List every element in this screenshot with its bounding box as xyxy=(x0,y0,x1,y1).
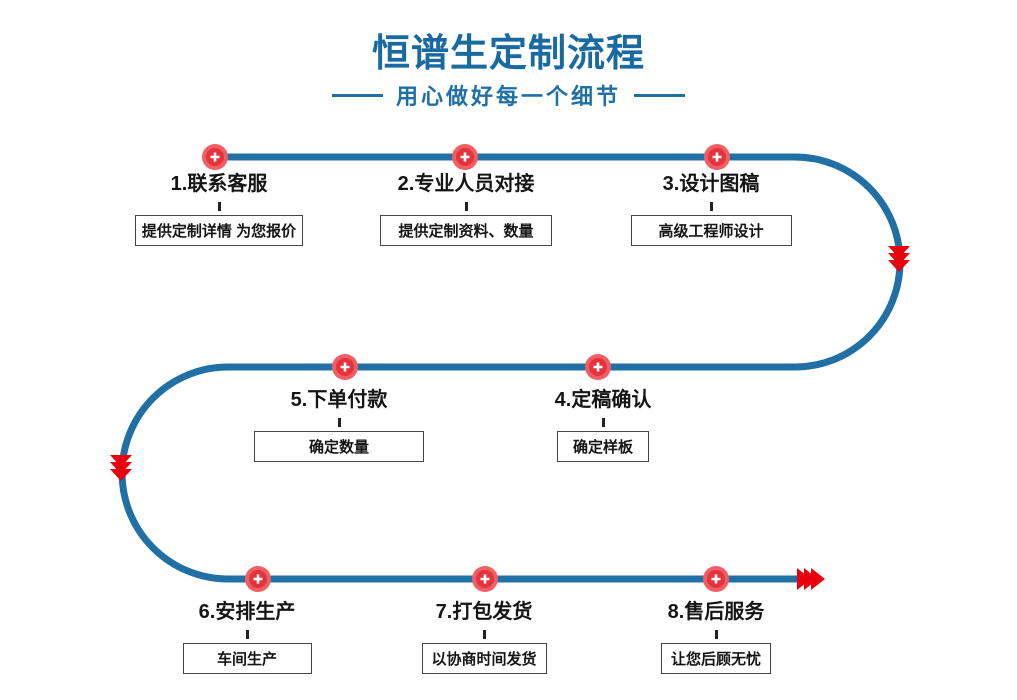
step-2-plus-marker-icon xyxy=(452,144,478,170)
step-7-connector xyxy=(482,630,486,639)
step-4-label: 4.定稿确认 xyxy=(554,389,652,411)
step-5-plus-marker-icon xyxy=(332,354,358,380)
step-4-plus-marker-icon xyxy=(585,354,611,380)
step-1-connector xyxy=(217,202,221,211)
step-6: 6.安排生产 车间生产 xyxy=(137,601,357,674)
step-5-detail: 确定数量 xyxy=(308,439,369,456)
step-7-plus-marker-icon xyxy=(472,566,498,592)
step-4-detail-box: 确定样板 xyxy=(557,431,649,462)
triple-chevron-right-icon-end xyxy=(797,568,825,590)
step-2-detail-box: 提供定制资料、数量 xyxy=(380,215,552,246)
step-6-label: 6.安排生产 xyxy=(198,601,296,623)
step-5-label: 5.下单付款 xyxy=(290,389,388,411)
triple-chevron-down-icon-left-curve xyxy=(110,455,132,481)
step-6-plus-marker-icon xyxy=(245,566,271,592)
subtitle-dash-left-icon xyxy=(331,93,383,97)
step-6-connector xyxy=(245,630,249,639)
step-2-label: 2.专业人员对接 xyxy=(397,173,535,195)
step-2-detail: 提供定制资料、数量 xyxy=(398,223,534,240)
step-5: 5.下单付款 确定数量 xyxy=(229,389,449,462)
step-1-label: 1.联系客服 xyxy=(170,173,268,195)
subtitle-text: 用心做好每一个细节 xyxy=(395,84,621,109)
step-6-detail-box: 车间生产 xyxy=(182,643,312,674)
step-6-detail: 车间生产 xyxy=(216,651,277,668)
step-4-connector xyxy=(601,418,605,427)
step-5-detail-box: 确定数量 xyxy=(254,431,424,462)
step-8-plus-marker-icon xyxy=(703,566,729,592)
step-5-connector xyxy=(337,418,341,427)
step-7-label: 7.打包发货 xyxy=(435,601,533,623)
step-3-detail-box: 高级工程师设计 xyxy=(630,215,792,246)
step-1-plus-marker-icon xyxy=(202,144,228,170)
step-2: 2.专业人员对接 提供定制资料、数量 xyxy=(356,173,576,246)
step-1-detail: 提供定制详情 为您报价 xyxy=(141,223,297,240)
step-2-connector xyxy=(464,202,468,211)
step-3-label: 3.设计图稿 xyxy=(662,173,760,195)
triple-chevron-down-icon-right-curve xyxy=(888,246,910,272)
page-title: 恒谱生定制流程 xyxy=(371,33,645,75)
flow-line xyxy=(118,153,904,583)
subtitle: 用心做好每一个细节 xyxy=(0,82,1017,109)
step-3-detail: 高级工程师设计 xyxy=(658,223,764,240)
step-4-detail: 确定样板 xyxy=(572,439,633,456)
step-8-connector xyxy=(714,630,718,639)
step-7-detail: 以协商时间发货 xyxy=(431,651,537,668)
step-7-detail-box: 以协商时间发货 xyxy=(421,643,547,674)
step-7: 7.打包发货 以协商时间发货 xyxy=(374,601,594,674)
step-8-detail: 让您后顾无忧 xyxy=(670,651,761,668)
step-8-detail-box: 让您后顾无忧 xyxy=(661,643,771,674)
step-8-label: 8.售后服务 xyxy=(667,601,765,623)
step-3-plus-marker-icon xyxy=(704,144,730,170)
step-8: 8.售后服务 让您后顾无忧 xyxy=(606,601,826,674)
step-4: 4.定稿确认 确定样板 xyxy=(493,389,713,462)
step-1: 1.联系客服 提供定制详情 为您报价 xyxy=(109,173,329,246)
step-3-connector xyxy=(709,202,713,211)
step-3: 3.设计图稿 高级工程师设计 xyxy=(601,173,821,246)
subtitle-dash-right-icon xyxy=(634,93,685,97)
step-1-detail-box: 提供定制详情 为您报价 xyxy=(135,215,303,246)
